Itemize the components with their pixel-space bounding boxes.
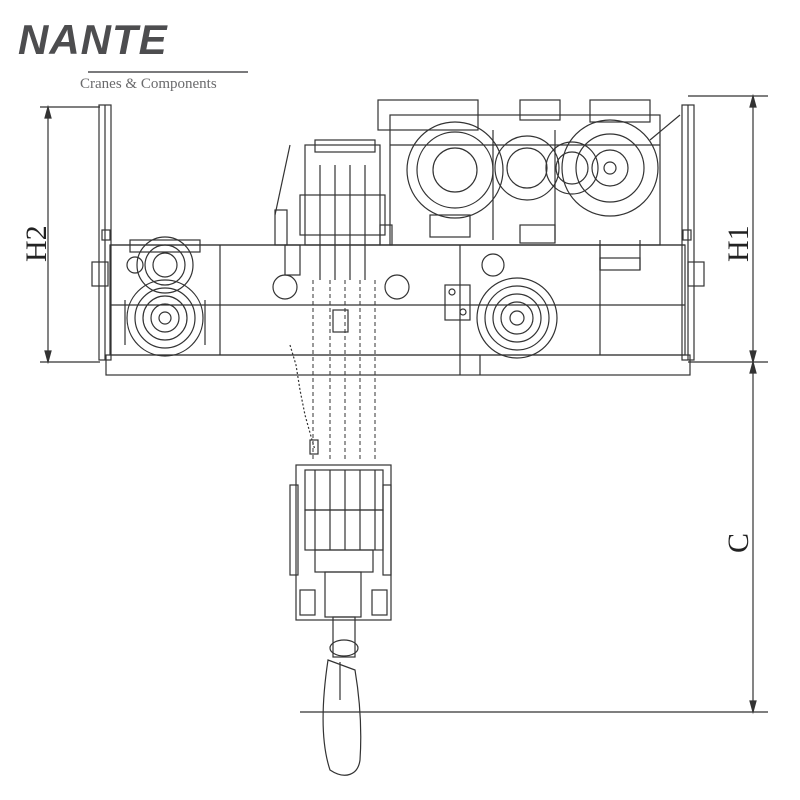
- gearbox: [377, 99, 681, 271]
- crane-hook: [322, 616, 362, 776]
- limit-switch-chain: [289, 344, 319, 455]
- h1-label: H1: [722, 225, 755, 262]
- rope-drum: [274, 139, 393, 333]
- logo-tagline: Cranes & Components: [80, 76, 217, 92]
- c-label: C: [722, 533, 755, 553]
- h2-label: H2: [20, 225, 53, 262]
- hoist-ropes: [312, 280, 376, 460]
- logo-brand: NANTE: [18, 16, 168, 63]
- dimension-h1: H1: [688, 93, 768, 365]
- dimension-h2: H2: [20, 104, 100, 365]
- logo-underline: [88, 71, 248, 73]
- left-wheel-assembly: [124, 236, 206, 357]
- right-wheel-assembly: [444, 277, 558, 359]
- dimension-c: C: [300, 359, 768, 715]
- company-logo: NANTE Cranes & Components: [18, 16, 258, 92]
- hook-block: [289, 464, 392, 621]
